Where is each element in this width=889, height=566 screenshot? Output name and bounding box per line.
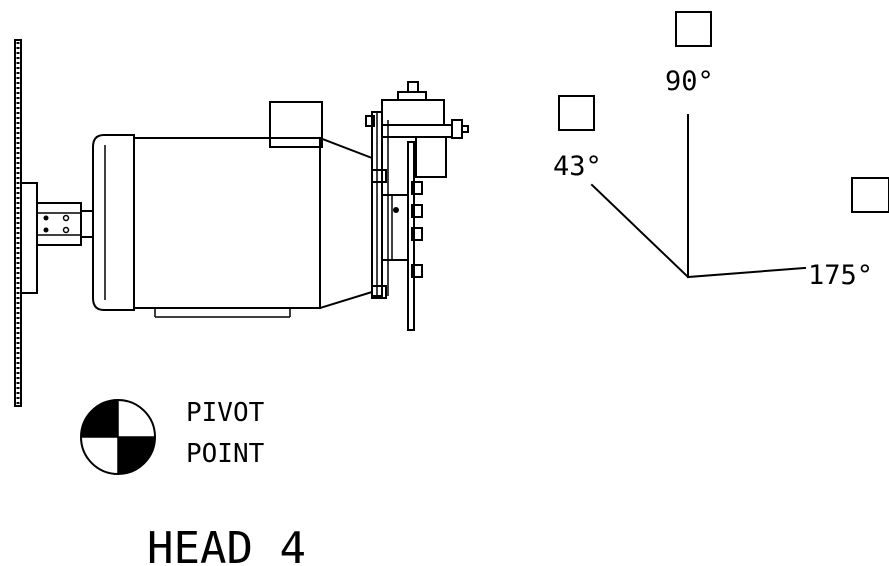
angle-label-43: 43° <box>553 151 602 182</box>
checkbox-90[interactable] <box>675 11 712 47</box>
angle-line-175 <box>686 266 807 279</box>
checkbox-43[interactable] <box>558 95 595 131</box>
shaft-coupling <box>20 182 94 294</box>
angle-line-43 <box>590 183 690 279</box>
checkbox-175[interactable] <box>851 177 889 213</box>
pivot-label-line1: PIVOT <box>186 398 265 428</box>
angle-label-90: 90° <box>665 66 714 97</box>
pivot-label-line2: POINT <box>186 439 265 469</box>
angle-label-175: 175° <box>808 260 873 291</box>
angle-indicator <box>590 114 807 279</box>
pivot-point-symbol <box>80 399 156 475</box>
motor-body <box>92 101 373 318</box>
head-label: HEAD 4 <box>147 523 306 566</box>
gearbox-assembly <box>365 81 469 331</box>
